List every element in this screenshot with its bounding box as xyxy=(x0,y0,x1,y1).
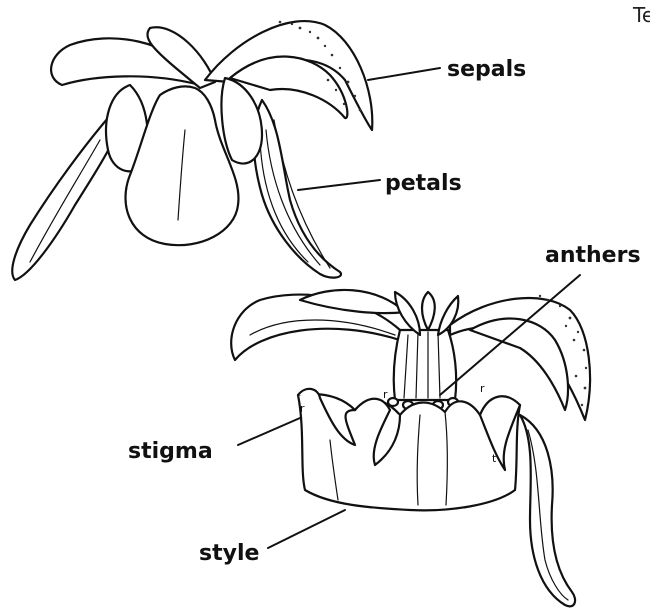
flower-bottom-petal-right xyxy=(520,415,575,606)
flower-top xyxy=(12,21,372,280)
label-stigma: stigma xyxy=(128,439,213,464)
label-petals: petals xyxy=(385,171,462,196)
sepals-leader-line xyxy=(368,68,440,80)
svg-text:t: t xyxy=(492,452,497,465)
label-style: style xyxy=(199,541,259,566)
style-leader-line xyxy=(268,510,345,548)
corner-text: Te xyxy=(632,3,650,27)
svg-text:r: r xyxy=(480,382,485,395)
petals-leader-line xyxy=(298,180,380,190)
flower-bottom: r r r t xyxy=(231,290,590,606)
svg-text:r: r xyxy=(300,402,305,415)
stigma-leader-line xyxy=(238,418,300,445)
flower-bottom-staminode-center xyxy=(422,292,435,330)
label-anthers: anthers xyxy=(545,243,641,268)
svg-text:r: r xyxy=(383,388,388,401)
flower-top-lobe-right xyxy=(221,78,262,164)
flower-bottom-sepal-right xyxy=(450,298,590,420)
label-sepals: sepals xyxy=(447,57,526,82)
